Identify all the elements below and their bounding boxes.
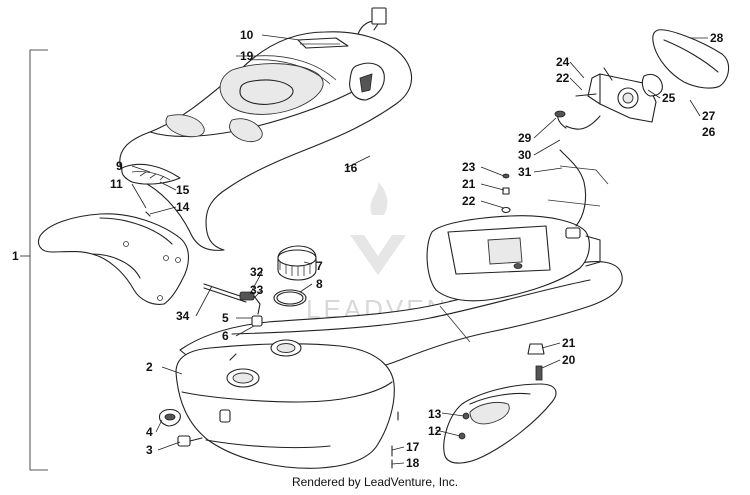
callout-32: 32	[250, 265, 264, 279]
callout-13: 13	[428, 407, 442, 421]
callout-23: 23	[462, 160, 476, 174]
callout-15: 15	[176, 183, 190, 197]
side-panel[interactable]	[443, 383, 557, 464]
callout-17: 17	[406, 440, 420, 454]
callout-34: 34	[176, 309, 190, 323]
rear-tail-cover[interactable]	[37, 213, 190, 305]
callout-5: 5	[222, 311, 229, 325]
callout-25: 25	[662, 91, 676, 105]
drain-screw[interactable]	[177, 435, 203, 447]
leader-lines	[131, 34, 708, 465]
callout-1: 1	[12, 249, 19, 263]
callout-14: 14	[176, 200, 190, 214]
fuel-cap[interactable]	[277, 245, 317, 281]
callout-26: 26	[702, 125, 716, 139]
hardware[interactable]	[391, 173, 545, 469]
callout-29: 29	[518, 131, 532, 145]
callout-12: 12	[428, 424, 442, 438]
callout-24: 24	[556, 55, 570, 69]
callout-27: 27	[702, 109, 716, 123]
footer-credit: Rendered by LeadVenture, Inc.	[291, 475, 459, 489]
callout-19: 19	[240, 49, 254, 63]
callout-9: 9	[116, 159, 123, 173]
assembly-bracket	[20, 49, 48, 471]
callout-21-lower: 21	[562, 336, 576, 350]
callout-2: 2	[146, 360, 153, 374]
callout-3: 3	[146, 443, 153, 457]
seat-assembly[interactable]	[119, 7, 413, 251]
callout-22-lower: 22	[462, 194, 476, 208]
callout-16: 16	[344, 161, 358, 175]
callout-22-upper: 22	[556, 71, 570, 85]
callout-4: 4	[146, 425, 153, 439]
callout-31: 31	[518, 165, 532, 179]
callout-7: 7	[316, 259, 323, 273]
callout-11: 11	[110, 177, 123, 191]
callout-21-upper: 21	[462, 177, 476, 191]
tail-light-assembly[interactable]	[547, 29, 730, 239]
callout-6: 6	[222, 329, 229, 343]
callout-20: 20	[562, 353, 576, 367]
fuel-tank[interactable]	[175, 339, 395, 469]
cap-gasket[interactable]	[273, 289, 307, 307]
callout-10: 10	[240, 28, 254, 42]
callout-33: 33	[250, 283, 264, 297]
callout-30: 30	[518, 148, 532, 162]
callout-28: 28	[710, 31, 724, 45]
vent-hose[interactable]	[203, 283, 263, 327]
hose-clamp[interactable]	[158, 408, 181, 427]
callout-18: 18	[406, 456, 420, 470]
callouts: 1 2 3 4 5 6 7 8 9 10 11 12 13 14 15 16 1…	[12, 28, 724, 470]
callout-8: 8	[316, 277, 323, 291]
